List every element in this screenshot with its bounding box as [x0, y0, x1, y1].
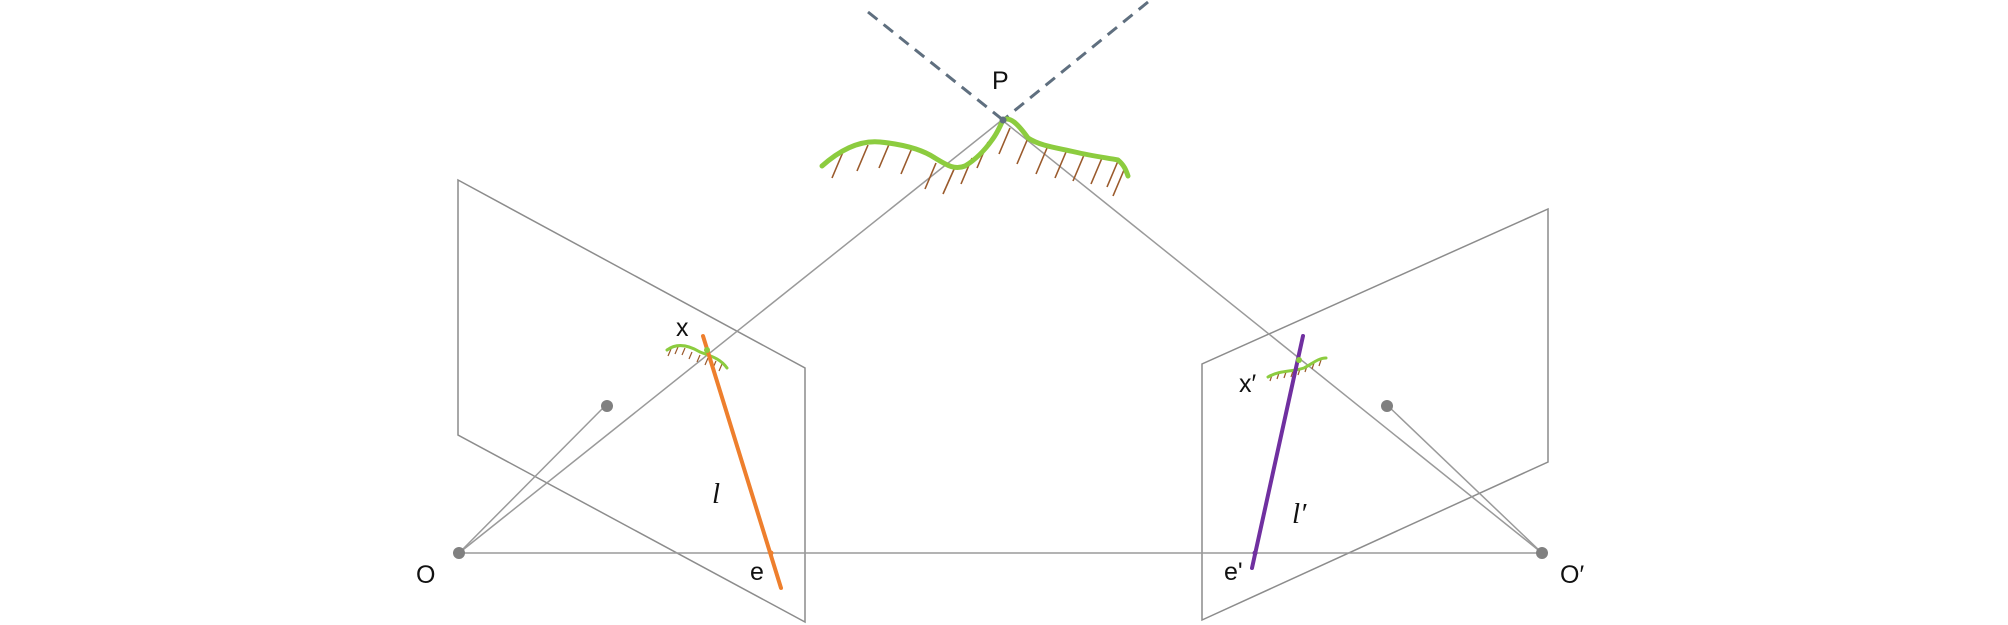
right-image-point-marker: [1296, 357, 1302, 363]
right-image-surface-patch: [1266, 356, 1328, 382]
label-l-prime: l′: [1292, 498, 1307, 530]
label-e: e: [750, 558, 764, 586]
point-P-marker: [999, 116, 1007, 124]
right-epipole-marker: [1252, 550, 1258, 556]
right-camera-center: [1536, 547, 1548, 559]
right-principal-point: [1381, 400, 1393, 412]
label-P: P: [992, 67, 1009, 95]
left-principal-point: [601, 400, 613, 412]
label-x-prime: x′: [1239, 370, 1257, 398]
ray-left-to-principal-point: [458, 404, 607, 554]
surface-curve: [819, 116, 1131, 179]
left-camera-center: [453, 547, 465, 559]
dashed-ray-right: [1002, 0, 1149, 122]
label-e-prime: e': [1224, 558, 1243, 586]
ray-right-to-principal-point: [1386, 404, 1543, 554]
left-image-point-marker: [704, 347, 710, 353]
label-x: x: [676, 314, 689, 342]
left-epipolar-line: [701, 334, 783, 590]
left-epipole-marker: [768, 550, 774, 556]
surface-hatching: [831, 127, 1125, 197]
scene-surface: [819, 116, 1131, 197]
right-image-plane: [1201, 207, 1549, 622]
dashed-ray-left: [867, 10, 1004, 122]
left-image-surface-patch: [665, 344, 729, 372]
label-O-prime: O′: [1560, 561, 1584, 589]
ray-right-to-P: [1001, 119, 1543, 554]
left-image-plane: [457, 178, 806, 624]
ray-left-to-P: [458, 119, 1003, 554]
right-epipolar-line: [1250, 334, 1305, 570]
label-O: O: [416, 561, 435, 589]
label-l: l: [712, 478, 720, 510]
